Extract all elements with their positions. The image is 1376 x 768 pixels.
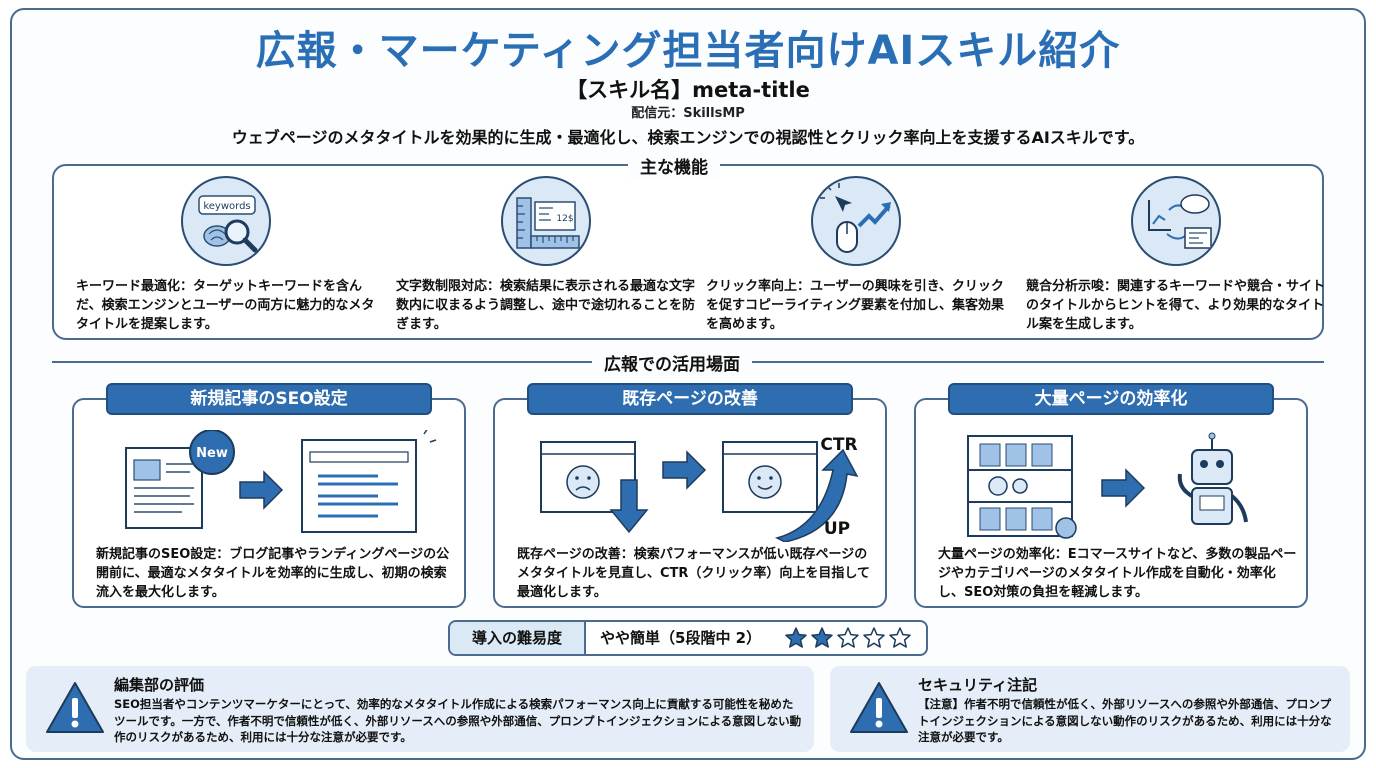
- editorial-title: 編集部の評価: [114, 676, 205, 694]
- svg-text:keywords: keywords: [203, 201, 250, 212]
- click-rate-up-icon: [811, 176, 901, 266]
- security-note-panel: セキュリティ注記 【注意】作者不明で信頼性が低く、外部リソースへの参照や外部通信…: [830, 666, 1350, 752]
- features-heading: 主な機能: [628, 153, 720, 178]
- star-empty-icon: [889, 627, 911, 648]
- star-rating: [784, 626, 912, 650]
- usecase-title: 新規記事のSEO設定: [106, 383, 432, 415]
- difficulty-label: 導入の難易度: [450, 622, 586, 654]
- source-label: 配信元：SkillsMP: [631, 106, 745, 121]
- star-filled-icon: [785, 627, 807, 648]
- feature-description: 文字数制限対応：検索結果に表示される最適な文字数内に収まるよう調整し、途中で途切…: [396, 279, 696, 332]
- star-empty-icon: [863, 627, 885, 648]
- page-title: 広報・マーケティング担当者向けAIスキル紹介: [255, 28, 1121, 74]
- usecase-description: 大量ページの効率化：Eコマースサイトなど、多数の製品ページやカテゴリページのメタ…: [938, 547, 1297, 600]
- new-article-illustration: New: [74, 427, 468, 542]
- feature-description: 競合分析示唆：関連するキーワードや競合・サイトのタイトルからヒントを得て、より効…: [1026, 279, 1326, 332]
- warning-icon: [46, 682, 104, 733]
- difficulty-value: やや簡単（5段階中 2）: [600, 629, 762, 647]
- feature-description: キーワード最適化：ターゲットキーワードを含んだ、検索エンジンとユーザーの両方に魅…: [76, 279, 375, 332]
- existing-page-illustration: CTR UP: [495, 430, 889, 543]
- difficulty-rating: 導入の難易度 やや簡単（5段階中 2）: [448, 620, 928, 656]
- skill-name: 【スキル名】meta-title: [566, 78, 810, 102]
- features-panel: keywords キーワード最適化：ターゲットキーワードを含んだ、検索エンジンと…: [52, 164, 1326, 340]
- usecases-heading: 広報での活用場面: [592, 350, 752, 375]
- warning-icon: [850, 682, 908, 733]
- editorial-review-panel: 編集部の評価 SEO担当者やコンテンツマーケターにとって、効率的なメタタイトル作…: [26, 666, 814, 752]
- usecase-title: 既存ページの改善: [527, 383, 853, 415]
- feature-competitor-analysis: 競合分析示唆：関連するキーワードや競合・サイトのタイトルからヒントを得て、より効…: [1026, 176, 1326, 335]
- usecase-bulk-pages: 大量ページの効率化：Eコマースサイトなど、多数の製品ページやカテゴリページのメタ…: [914, 398, 1308, 608]
- svg-text:12$: 12$: [556, 214, 573, 224]
- competitor-analysis-icon: [1131, 176, 1221, 266]
- usecase-title: 大量ページの効率化: [948, 383, 1274, 415]
- lead-text: ウェブページのメタタイトルを効果的に生成・最適化し、検索エンジンでの視認性とクリ…: [231, 128, 1145, 147]
- usecase-existing-page: CTR UP 既存ページの改善：検索パフォーマンスが低い既存ページのメタタイトル…: [493, 398, 887, 608]
- svg-text:New: New: [196, 446, 228, 461]
- security-title: セキュリティ注記: [918, 676, 1038, 694]
- star-empty-icon: [837, 627, 859, 648]
- feature-keyword-optimization: keywords キーワード最適化：ターゲットキーワードを含んだ、検索エンジンと…: [76, 176, 376, 335]
- ruler-character-count-icon: 12$: [501, 176, 591, 266]
- feature-description: クリック率向上：ユーザーの興味を引き、クリックを促すコピーライティング要素を付加…: [706, 279, 1004, 332]
- bulk-pages-illustration: [916, 430, 1310, 542]
- svg-text:UP: UP: [824, 519, 850, 539]
- security-text: 【注意】作者不明で信頼性が低く、外部リソースへの参照や外部通信、プロンプトインジ…: [918, 697, 1332, 745]
- feature-click-rate: クリック率向上：ユーザーの興味を引き、クリックを促すコピーライティング要素を付加…: [706, 176, 1006, 335]
- usecase-new-article: New 新規記事のSEO設定：ブログ記事やランディングページの公開前に、最適なメ…: [72, 398, 466, 608]
- svg-text:CTR: CTR: [820, 435, 857, 455]
- feature-character-limit: 12$ 文字数制限対応：検索結果に表示される最適な文字数内に収まるよう調整し、途…: [396, 176, 696, 335]
- star-filled-icon: [811, 627, 833, 648]
- usecase-description: 既存ページの改善：検索パフォーマンスが低い既存ページのメタタイトルを見直し、CT…: [517, 547, 871, 600]
- editorial-text: SEO担当者やコンテンツマーケターにとって、効率的なメタタイトル作成による検索パ…: [114, 697, 802, 745]
- keywords-magnifier-icon: keywords: [181, 176, 271, 266]
- usecase-description: 新規記事のSEO設定：ブログ記事やランディングページの公開前に、最適なメタタイト…: [96, 547, 450, 600]
